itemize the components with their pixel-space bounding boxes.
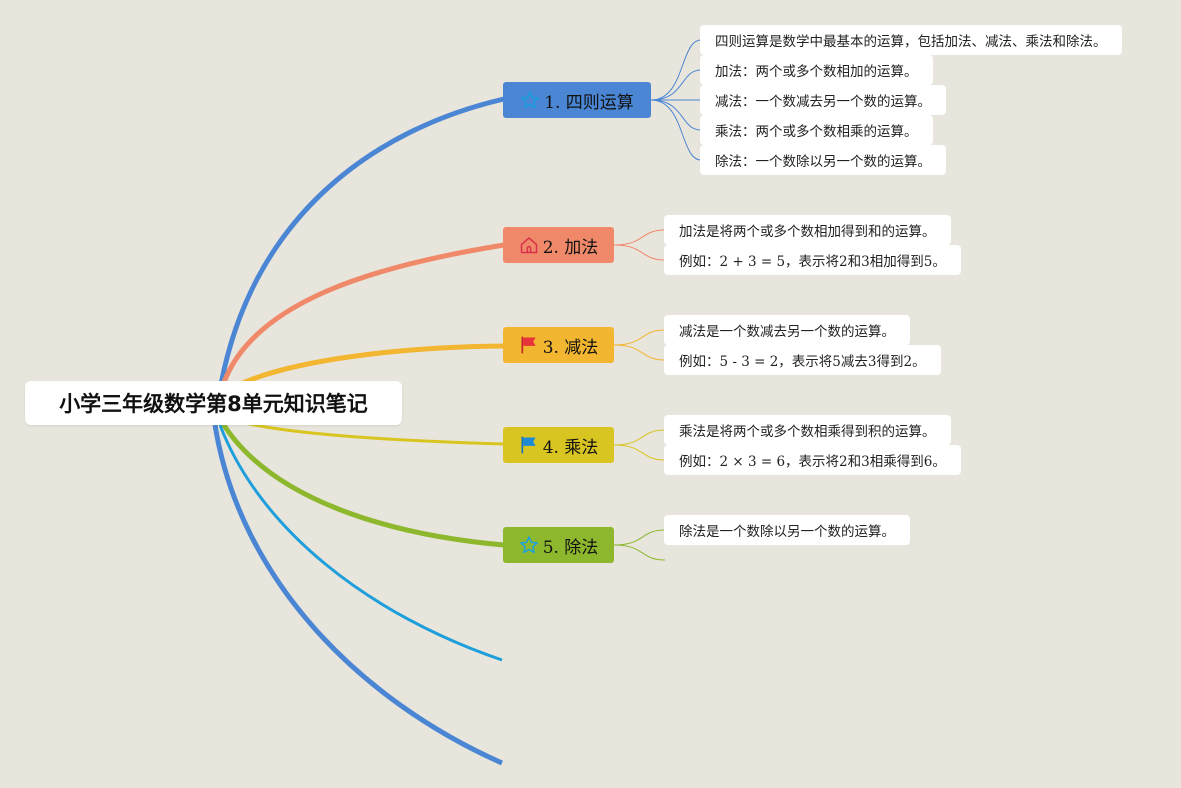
- note-item[interactable]: 例如：2 + 3 = 5，表示将2和3相加得到5。: [664, 245, 961, 275]
- branch-topic-4[interactable]: 4. 乘法: [503, 427, 614, 463]
- star-icon: [519, 535, 539, 555]
- note-item[interactable]: 除法是一个数除以另一个数的运算。: [664, 515, 910, 545]
- branch-label: 2. 加法: [542, 237, 599, 258]
- note-item[interactable]: 加法：两个或多个数相加的运算。: [700, 55, 933, 85]
- note-connectors-5: [613, 529, 666, 561]
- branch-label: 4. 乘法: [542, 437, 599, 458]
- home-icon: [519, 235, 539, 255]
- branch-label: 3. 减法: [542, 337, 599, 358]
- branch-topic-5[interactable]: 5. 除法: [503, 527, 614, 563]
- branch-label: 1. 四则运算: [544, 92, 634, 113]
- branch-connector-3: [234, 343, 505, 389]
- note-connectors-1: [650, 39, 702, 161]
- note-item[interactable]: 减法：一个数减去另一个数的运算。: [700, 85, 946, 115]
- note-item[interactable]: 加法是将两个或多个数相加得到和的运算。: [664, 215, 951, 245]
- root-topic[interactable]: 小学三年级数学第8单元知识笔记: [25, 381, 402, 425]
- branch-connector-1: [217, 96, 505, 391]
- note-connectors-4: [613, 429, 666, 461]
- note-item[interactable]: 乘法是将两个或多个数相乘得到积的运算。: [664, 415, 951, 445]
- branch-connector-5: [219, 420, 505, 548]
- note-connectors-3: [613, 329, 666, 361]
- star-icon: [520, 90, 540, 110]
- branch-connector-2: [219, 242, 505, 389]
- note-item[interactable]: 例如：2 × 3 = 6，表示将2和3相乘得到6。: [664, 445, 961, 475]
- note-item[interactable]: 四则运算是数学中最基本的运算，包括加法、减法、乘法和除法。: [700, 25, 1122, 55]
- branch-topic-3[interactable]: 3. 减法: [503, 327, 614, 363]
- branch-topic-1[interactable]: 1. 四则运算: [503, 82, 651, 118]
- branch-connector-6: [218, 424, 503, 662]
- note-item[interactable]: 减法是一个数减去另一个数的运算。: [664, 315, 910, 345]
- branch-topic-2[interactable]: 2. 加法: [503, 227, 614, 263]
- note-item[interactable]: 除法：一个数除以另一个数的运算。: [700, 145, 946, 175]
- note-connectors-2: [613, 229, 666, 261]
- root-title: 小学三年级数学第8单元知识笔记: [59, 392, 368, 416]
- blue-flag-icon: [519, 435, 539, 455]
- note-item[interactable]: 乘法：两个或多个数相乘的运算。: [700, 115, 933, 145]
- branch-connector-7: [212, 424, 504, 766]
- branch-label: 5. 除法: [542, 537, 599, 558]
- note-item[interactable]: 例如：5 - 3 = 2，表示将5减去3得到2。: [664, 345, 941, 375]
- branch-connector-4: [239, 420, 505, 446]
- red-flag-icon: [519, 335, 539, 355]
